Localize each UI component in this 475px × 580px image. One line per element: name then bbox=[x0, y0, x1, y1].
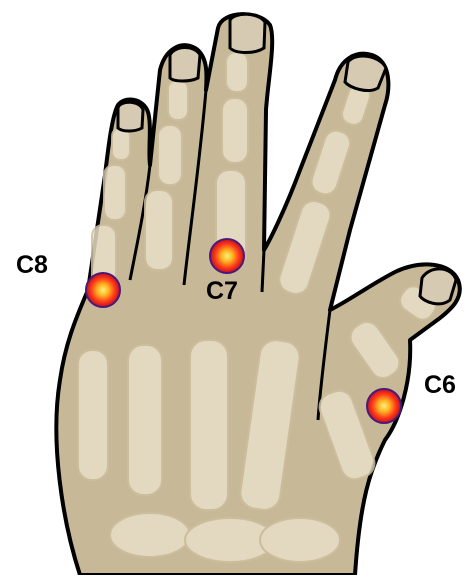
c6-label: C6 bbox=[424, 371, 456, 400]
thumb-nail bbox=[420, 269, 456, 304]
c7-label: C7 bbox=[206, 277, 238, 306]
finger-gap-line bbox=[262, 250, 264, 292]
c8-label: C8 bbox=[16, 251, 48, 280]
c7-marker bbox=[210, 239, 244, 273]
ring-finger-nail bbox=[170, 48, 200, 82]
c6-marker bbox=[367, 389, 401, 423]
middle-finger-nail bbox=[230, 14, 265, 52]
index-finger-nail bbox=[345, 56, 386, 90]
c8-marker bbox=[86, 273, 120, 307]
little-finger-nail bbox=[118, 102, 143, 131]
